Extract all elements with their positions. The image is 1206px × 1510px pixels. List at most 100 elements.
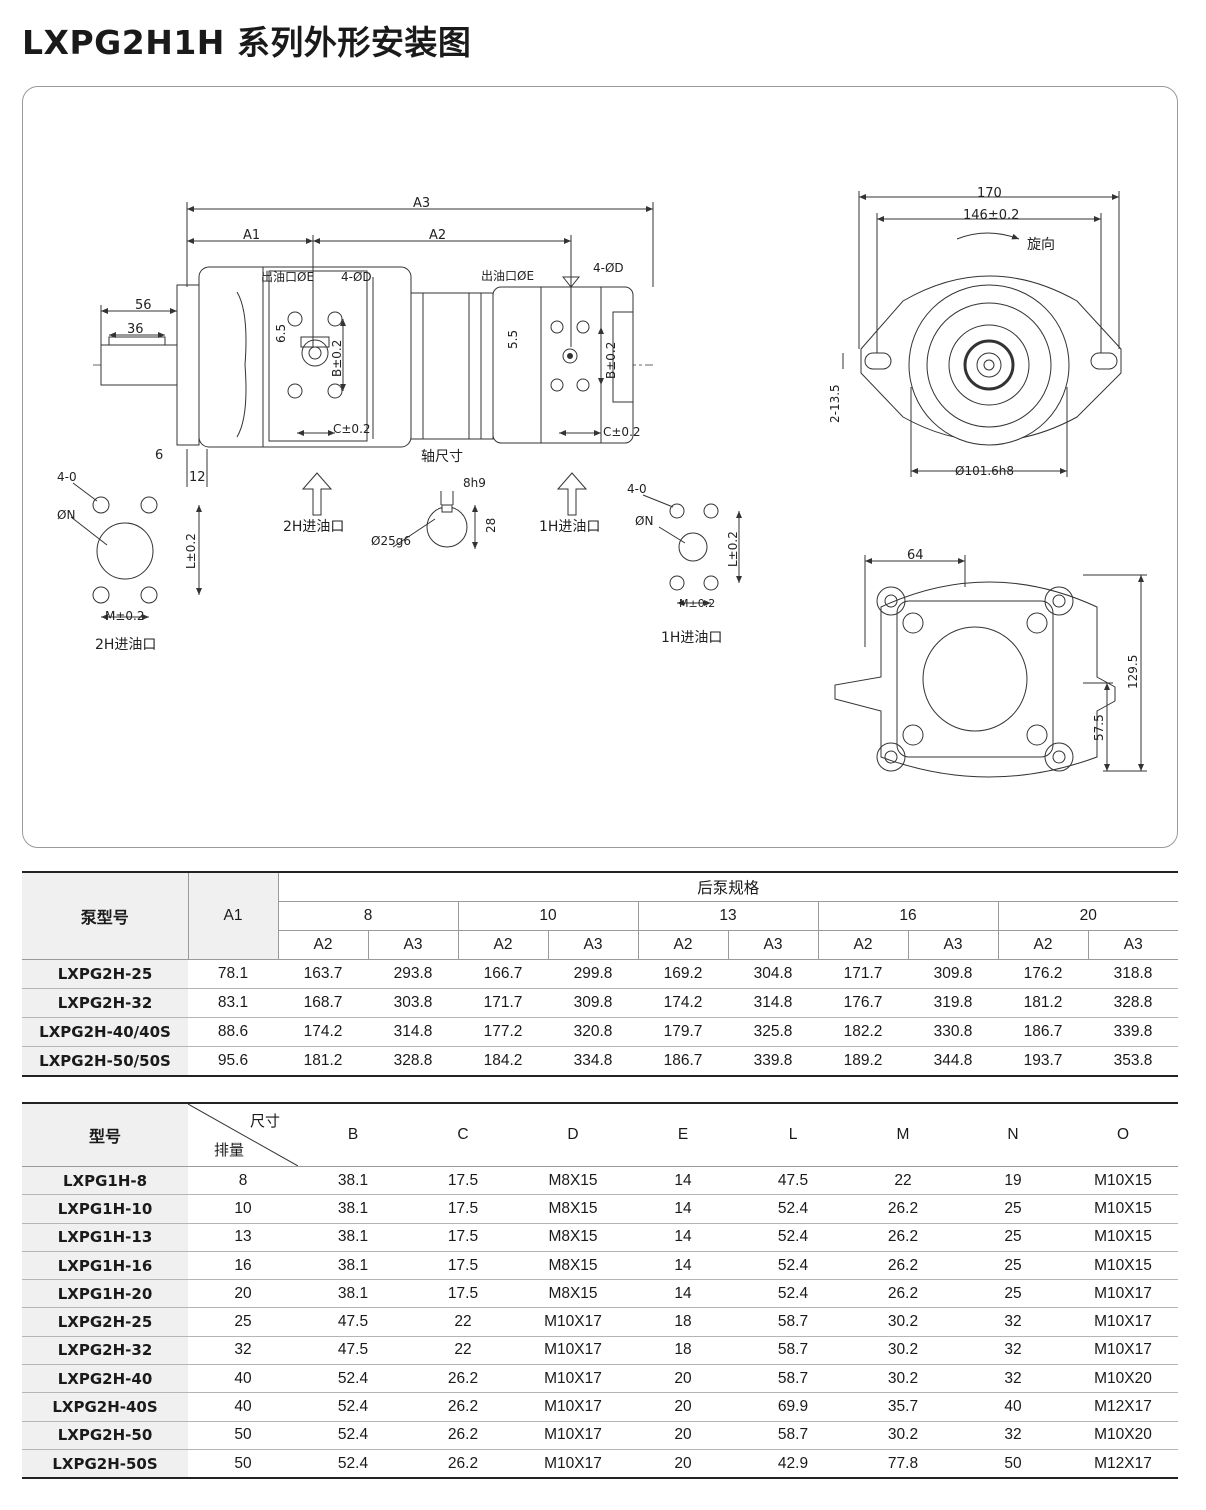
cell-model: LXPG2H-50/50S <box>22 1046 188 1076</box>
cell-value: 26.2 <box>408 1421 518 1450</box>
cell-value: 32 <box>958 1336 1068 1366</box>
cell-value: 17.5 <box>408 1194 518 1224</box>
cell-value: 328.8 <box>393 1052 433 1069</box>
cell-value: 14 <box>628 1279 738 1309</box>
header-group: 10 <box>458 901 639 931</box>
cell-value: 58.7 <box>738 1336 848 1366</box>
header-model: 泵型号 <box>22 872 189 960</box>
header-rear-pump: 后泵规格 <box>278 872 1178 902</box>
cell-value: 19 <box>958 1166 1068 1196</box>
cell-value: 35.7 <box>848 1392 958 1422</box>
header-displacement: 排量 <box>214 1142 245 1159</box>
page-title: LXPG2H1H 系列外形安装图 <box>22 23 472 62</box>
cell-value: 320.8 <box>548 1017 638 1047</box>
cell-value: 22 <box>848 1166 958 1196</box>
cell-value: 353.8 <box>1113 1052 1153 1069</box>
cell-value: 30.2 <box>848 1364 958 1394</box>
cell-value: 38.1 <box>298 1166 408 1196</box>
cell-disp: 50 <box>234 1454 252 1472</box>
cell-value: 26.2 <box>848 1194 958 1224</box>
header-a2: A2 <box>458 930 549 960</box>
cell-a1: 95.6 <box>217 1052 249 1069</box>
diagonal-line <box>188 1104 298 1166</box>
dim-b-right: B±0.2 <box>604 342 618 379</box>
dim-5-5: 5.5 <box>506 330 520 349</box>
cell-value: M10X17 <box>518 1307 628 1337</box>
header-col: B <box>298 1103 408 1167</box>
cell-value: 69.9 <box>738 1392 848 1422</box>
dim-2-13-5: 2-13.5 <box>828 384 842 423</box>
cell-value: 32 <box>958 1421 1068 1450</box>
cell-value: 328.8 <box>1088 988 1178 1018</box>
header-group: 13 <box>638 901 819 931</box>
cell-disp: 8 <box>188 1166 298 1196</box>
cell-value: 193.7 <box>1023 1052 1063 1069</box>
cell-value: M12X17 <box>1094 1454 1152 1472</box>
cell-value: 184.2 <box>483 1052 523 1069</box>
cell-model: LXPG2H-40/40S <box>22 1017 188 1047</box>
cell-value: 303.8 <box>368 988 458 1018</box>
dimension-table-a: 泵型号 A1 后泵规格 8 10 13 16 20 A2 A3 A2 A3 A2… <box>22 871 1178 1077</box>
header-a1: A1 <box>188 872 279 960</box>
cell-disp: 50 <box>188 1421 298 1450</box>
cell-disp: 16 <box>188 1251 298 1281</box>
label-bolt-d-left: 4-ØD <box>341 270 372 284</box>
cell-model: LXPG2H-25 <box>22 1307 188 1337</box>
cell-disp: 10 <box>188 1194 298 1224</box>
label-bolt-d-right: 4-ØD <box>593 261 624 275</box>
cell-value: 171.7 <box>818 959 908 989</box>
header-size: 尺寸 <box>249 1113 280 1130</box>
cell-value: 47.5 <box>298 1336 408 1366</box>
header-col: M <box>848 1103 958 1167</box>
cell-value: M10X17 <box>544 1454 602 1472</box>
header-group: 16 <box>818 901 999 931</box>
cell-disp: 40 <box>188 1392 298 1422</box>
dim-56: 56 <box>135 298 152 313</box>
cell-value: M10X15 <box>1068 1194 1178 1224</box>
dim-28: 28 <box>484 518 498 533</box>
cell-value: 30.2 <box>848 1307 958 1337</box>
cell-value: 52.4 <box>738 1279 848 1309</box>
cell-value: 52.4 <box>738 1194 848 1224</box>
dim-b-left: B±0.2 <box>330 340 344 377</box>
cell-value: 32 <box>958 1307 1068 1337</box>
cell-value: 314.8 <box>728 988 818 1018</box>
cell-value: M10X17 <box>1068 1336 1178 1366</box>
cell-value: 163.7 <box>278 959 368 989</box>
dim-c-left: C±0.2 <box>333 422 371 436</box>
right-pattern-l: L±0.2 <box>726 531 740 567</box>
cell-value: 309.8 <box>548 988 638 1018</box>
cell-value: 38.1 <box>298 1194 408 1224</box>
header-model: 型号 <box>22 1103 188 1167</box>
right-pattern-n: ØN <box>635 514 653 528</box>
cell-value: 26.2 <box>848 1251 958 1281</box>
cell-a1: 88.6 <box>188 1017 278 1047</box>
cell-value: 14 <box>628 1223 738 1252</box>
header-group: 8 <box>278 901 459 931</box>
dim-c-right: C±0.2 <box>603 425 641 439</box>
header-a3: A3 <box>1088 930 1178 960</box>
header-col: D <box>518 1103 628 1167</box>
cell-value: 314.8 <box>368 1017 458 1047</box>
cell-value: M10X17 <box>518 1421 628 1450</box>
cell-value: 52.4 <box>298 1392 408 1422</box>
cell-value: M8X15 <box>518 1166 628 1196</box>
dim-57-5: 57.5 <box>1092 714 1106 741</box>
cell-value: 171.7 <box>458 988 548 1018</box>
cell-value: 17.5 <box>408 1223 518 1252</box>
cell-model: LXPG1H-16 <box>22 1251 188 1281</box>
cell-value: 38.1 <box>298 1251 408 1281</box>
header-a3: A3 <box>368 930 459 960</box>
cell-disp: 25 <box>188 1307 298 1337</box>
cell-value: 325.8 <box>728 1017 818 1047</box>
left-pattern-l: L±0.2 <box>184 533 198 569</box>
header-a2: A2 <box>638 930 729 960</box>
header-group: 20 <box>998 901 1178 931</box>
cell-value: 52.4 <box>298 1421 408 1450</box>
